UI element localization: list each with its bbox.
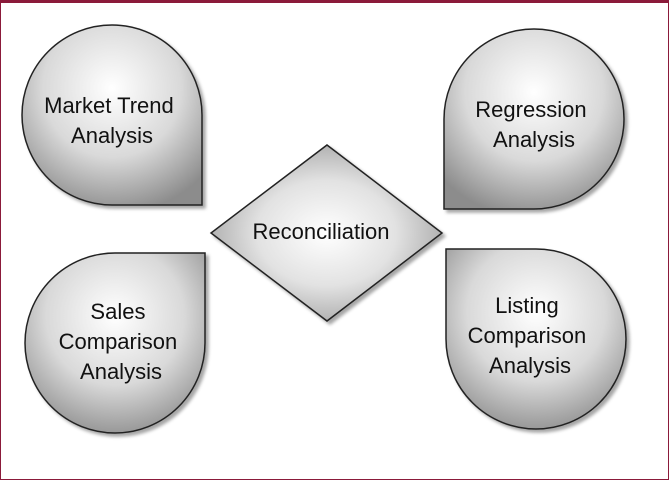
reconciliation-diagram: Market Trend Analysis Regression Analysi… [21,24,627,434]
node-label: Listing Comparison Analysis [468,293,593,378]
listing-comparison-analysis-node: Listing Comparison Analysis [445,248,627,430]
sales-comparison-analysis-node: Sales Comparison Analysis [24,252,206,434]
node-label: Reconciliation [253,219,390,244]
reconciliation-node: Reconciliation [209,144,444,322]
regression-analysis-node: Regression Analysis [443,28,625,210]
node-label: Regression Analysis [475,97,592,152]
node-label: Market Trend Analysis [44,93,180,148]
market-trend-analysis-node: Market Trend Analysis [21,24,203,206]
node-label: Sales Comparison Analysis [59,299,184,384]
